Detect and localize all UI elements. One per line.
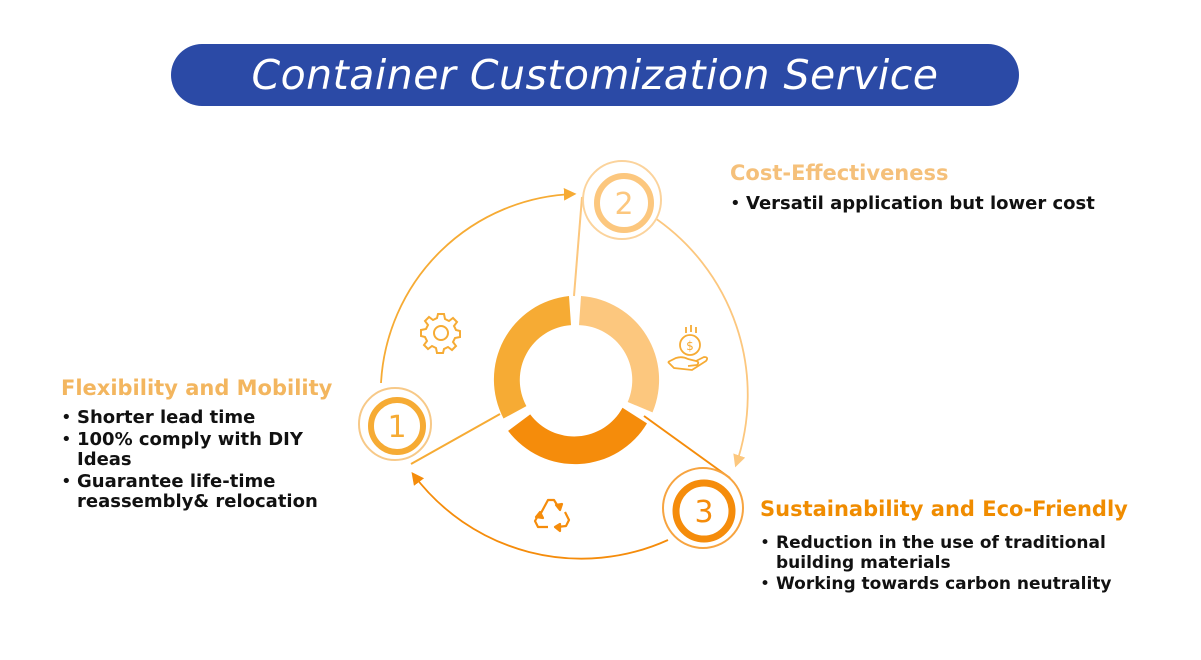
step-1-number: 1 [387,410,406,445]
step-1-node: 1 [358,387,432,461]
spoke-1 [410,413,501,465]
step-3-bullet: Reduction in the use of traditionalbuild… [760,533,1180,573]
step-1-title: Flexibility and Mobility [61,376,333,400]
page-title: Container Customization Service [251,51,939,99]
step-2-number: 2 [614,187,633,222]
center-donut [493,296,660,465]
donut-segment-bottom [508,407,647,465]
step-2-node: 2 [582,160,662,240]
arc-3-to-1 [411,471,669,560]
arc-1-to-2 [380,188,577,384]
svg-text:$: $ [686,339,694,353]
step-3-bullet: Working towards carbon neutrality [760,574,1180,594]
arc-2-to-3 [651,215,749,468]
step-3-title: Sustainability and Eco-Friendly [760,497,1128,521]
donut-segment-right [579,296,660,413]
step-2-block: Cost-Effectiveness Versatil application … [730,161,1150,215]
step-3-number: 3 [694,495,713,530]
title-banner: Container Customization Service [171,44,1019,106]
recycle-icon [533,498,571,533]
gear-icon [420,313,461,354]
step-3-node: 3 [662,467,744,549]
spoke-2 [573,196,583,297]
step-3-block: Sustainability and Eco-Friendly Reductio… [760,497,1180,595]
step-2-bullet: Versatil application but lower cost [730,193,1150,215]
step-2-title: Cost-Effectiveness [730,161,949,185]
spoke-3 [643,415,731,479]
step-1-bullet: Shorter lead time [61,408,361,429]
money-hand-icon: $ [667,325,709,371]
step-1-block: Flexibility and Mobility Shorter lead ti… [61,376,361,514]
donut-segment-left [493,296,571,419]
step-2-bullets: Versatil application but lower cost [730,193,1150,215]
step-3-bullets: Reduction in the use of traditionalbuild… [760,533,1180,594]
step-1-bullets: Shorter lead time 100% comply with DIYId… [61,408,361,512]
